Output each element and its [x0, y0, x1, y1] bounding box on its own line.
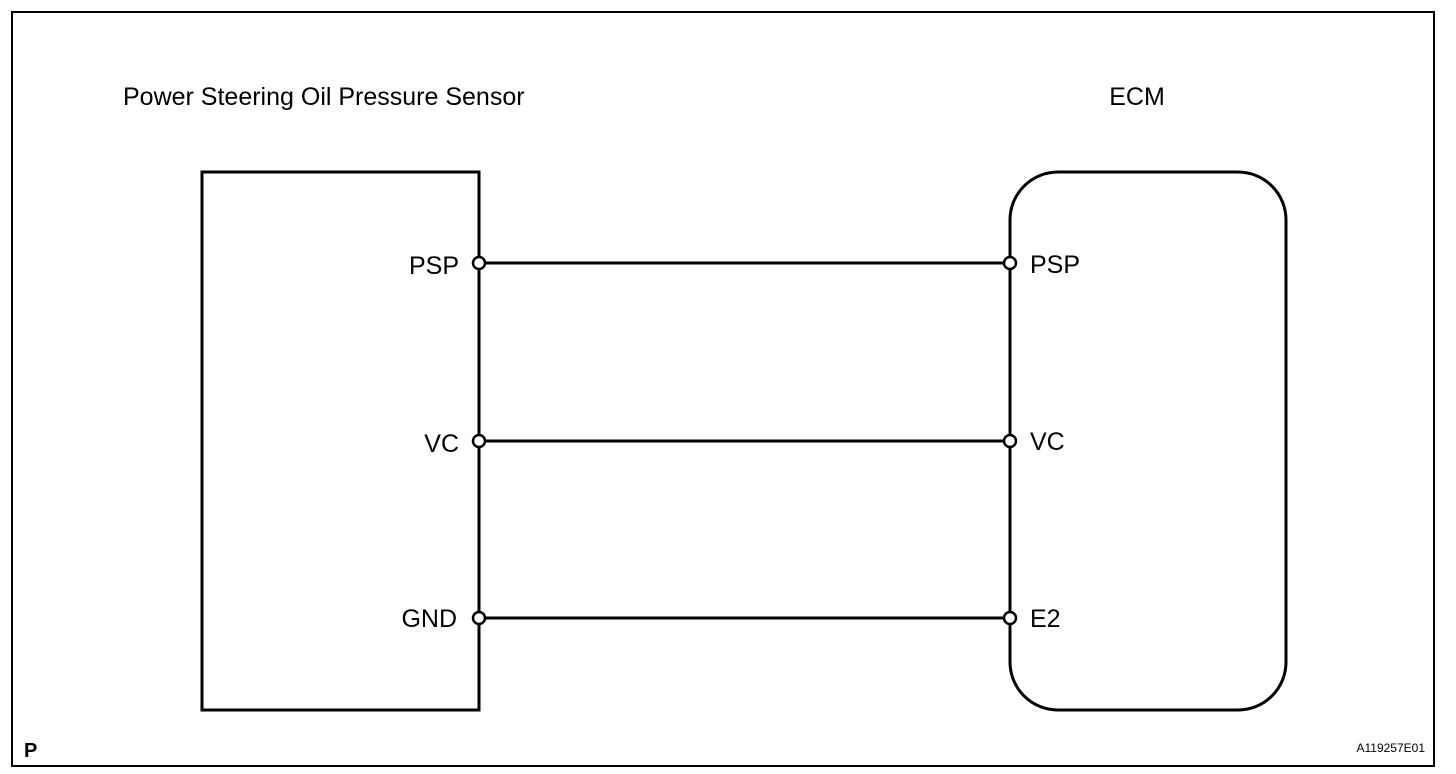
- figure-code: A119257E01: [1356, 741, 1425, 755]
- ecm-terminal-vc: [1002, 433, 1018, 449]
- ecm-title: ECM: [1109, 83, 1165, 111]
- ecm-terminal-psp: [1002, 255, 1018, 271]
- diagram-frame: [11, 11, 1435, 767]
- sensor-pin-label-psp: PSP: [409, 252, 459, 280]
- sensor-title: Power Steering Oil Pressure Sensor: [123, 83, 525, 111]
- ecm-pin-label-vc: VC: [1030, 428, 1065, 456]
- sensor-terminal-psp: [471, 255, 487, 271]
- sensor-terminal-gnd: [471, 610, 487, 626]
- ecm-terminal-e2: [1002, 610, 1018, 626]
- ecm-pin-label-e2: E2: [1030, 605, 1061, 633]
- ecm-pin-label-psp: PSP: [1030, 251, 1080, 279]
- corner-mark: P: [24, 740, 37, 762]
- sensor-pin-label-vc: VC: [424, 430, 459, 458]
- sensor-terminal-vc: [471, 433, 487, 449]
- sensor-pin-label-gnd: GND: [401, 605, 457, 633]
